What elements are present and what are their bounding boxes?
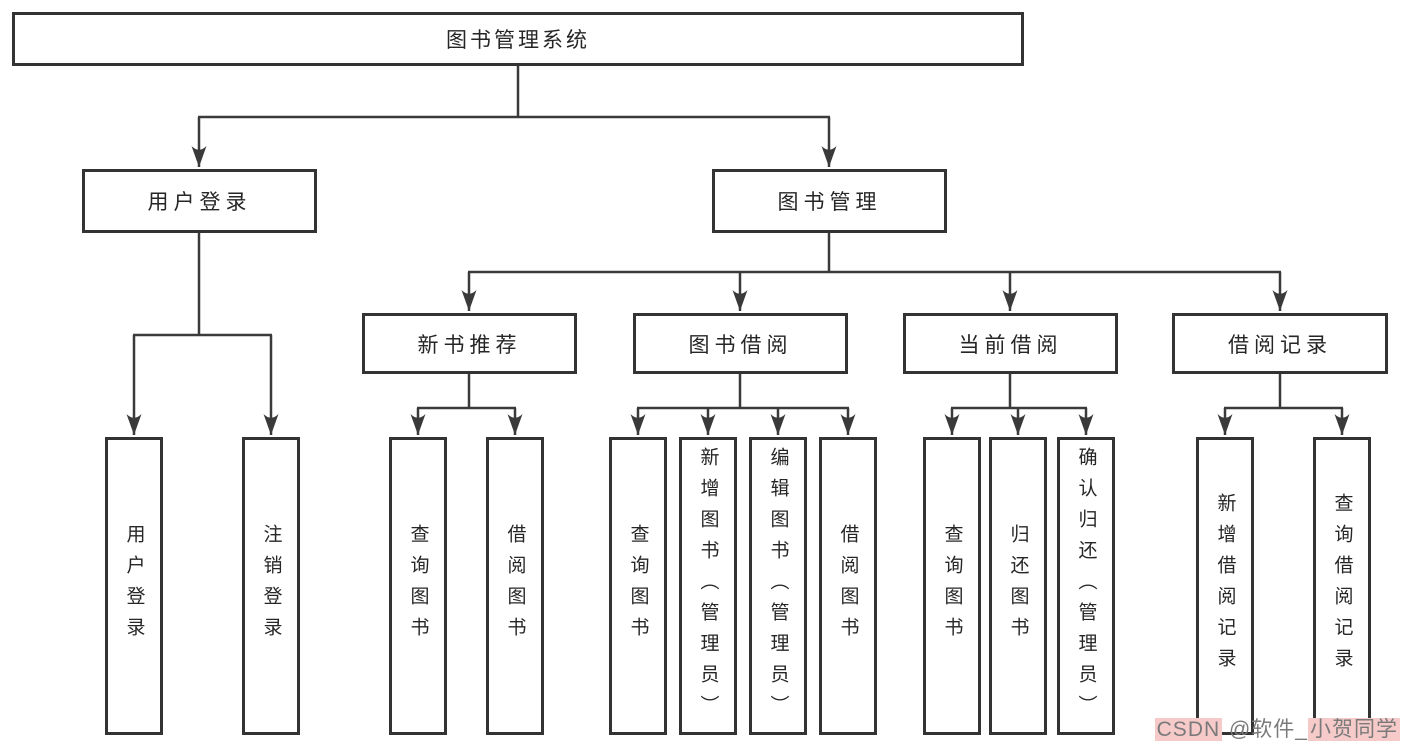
node-current-borrowing: 当前借阅 — [903, 313, 1118, 374]
leaf-add-borrow-record: 新增借阅记录 — [1196, 437, 1254, 735]
leaf-borrow-books: 借阅图书 — [819, 437, 877, 735]
node-new-book-recommend: 新书推荐 — [362, 313, 577, 374]
leaf-confirm-return-admin: 确认归还（管理员） — [1057, 437, 1115, 735]
watermark-username: 小贺同学 — [1308, 718, 1400, 741]
leaf-query-books-recommend: 查询图书 — [389, 437, 447, 735]
leaf-return-book: 归还图书 — [989, 437, 1047, 735]
node-book-management: 图书管理 — [712, 169, 947, 233]
watermark-handle: @软件_ — [1222, 718, 1308, 741]
leaf-user-login: 用户登录 — [105, 437, 163, 735]
node-borrow-records: 借阅记录 — [1172, 313, 1388, 374]
leaf-borrow-books-recommend: 借阅图书 — [486, 437, 544, 735]
watermark-csdn-label: CSDN — [1154, 718, 1223, 741]
leaf-logout: 注销登录 — [242, 437, 300, 735]
leaf-query-borrow-record: 查询借阅记录 — [1313, 437, 1371, 735]
leaf-query-books-borrowing: 查询图书 — [609, 437, 667, 735]
node-book-borrowing: 图书借阅 — [633, 313, 848, 374]
node-root: 图书管理系统 — [12, 12, 1024, 66]
watermark: CSDN @软件_小贺同学 — [1154, 713, 1400, 743]
leaf-query-books-current: 查询图书 — [923, 437, 981, 735]
node-user-login: 用户登录 — [82, 169, 317, 233]
leaf-add-book-admin: 新增图书（管理员） — [679, 437, 737, 735]
leaf-edit-book-admin: 编辑图书（管理员） — [749, 437, 807, 735]
